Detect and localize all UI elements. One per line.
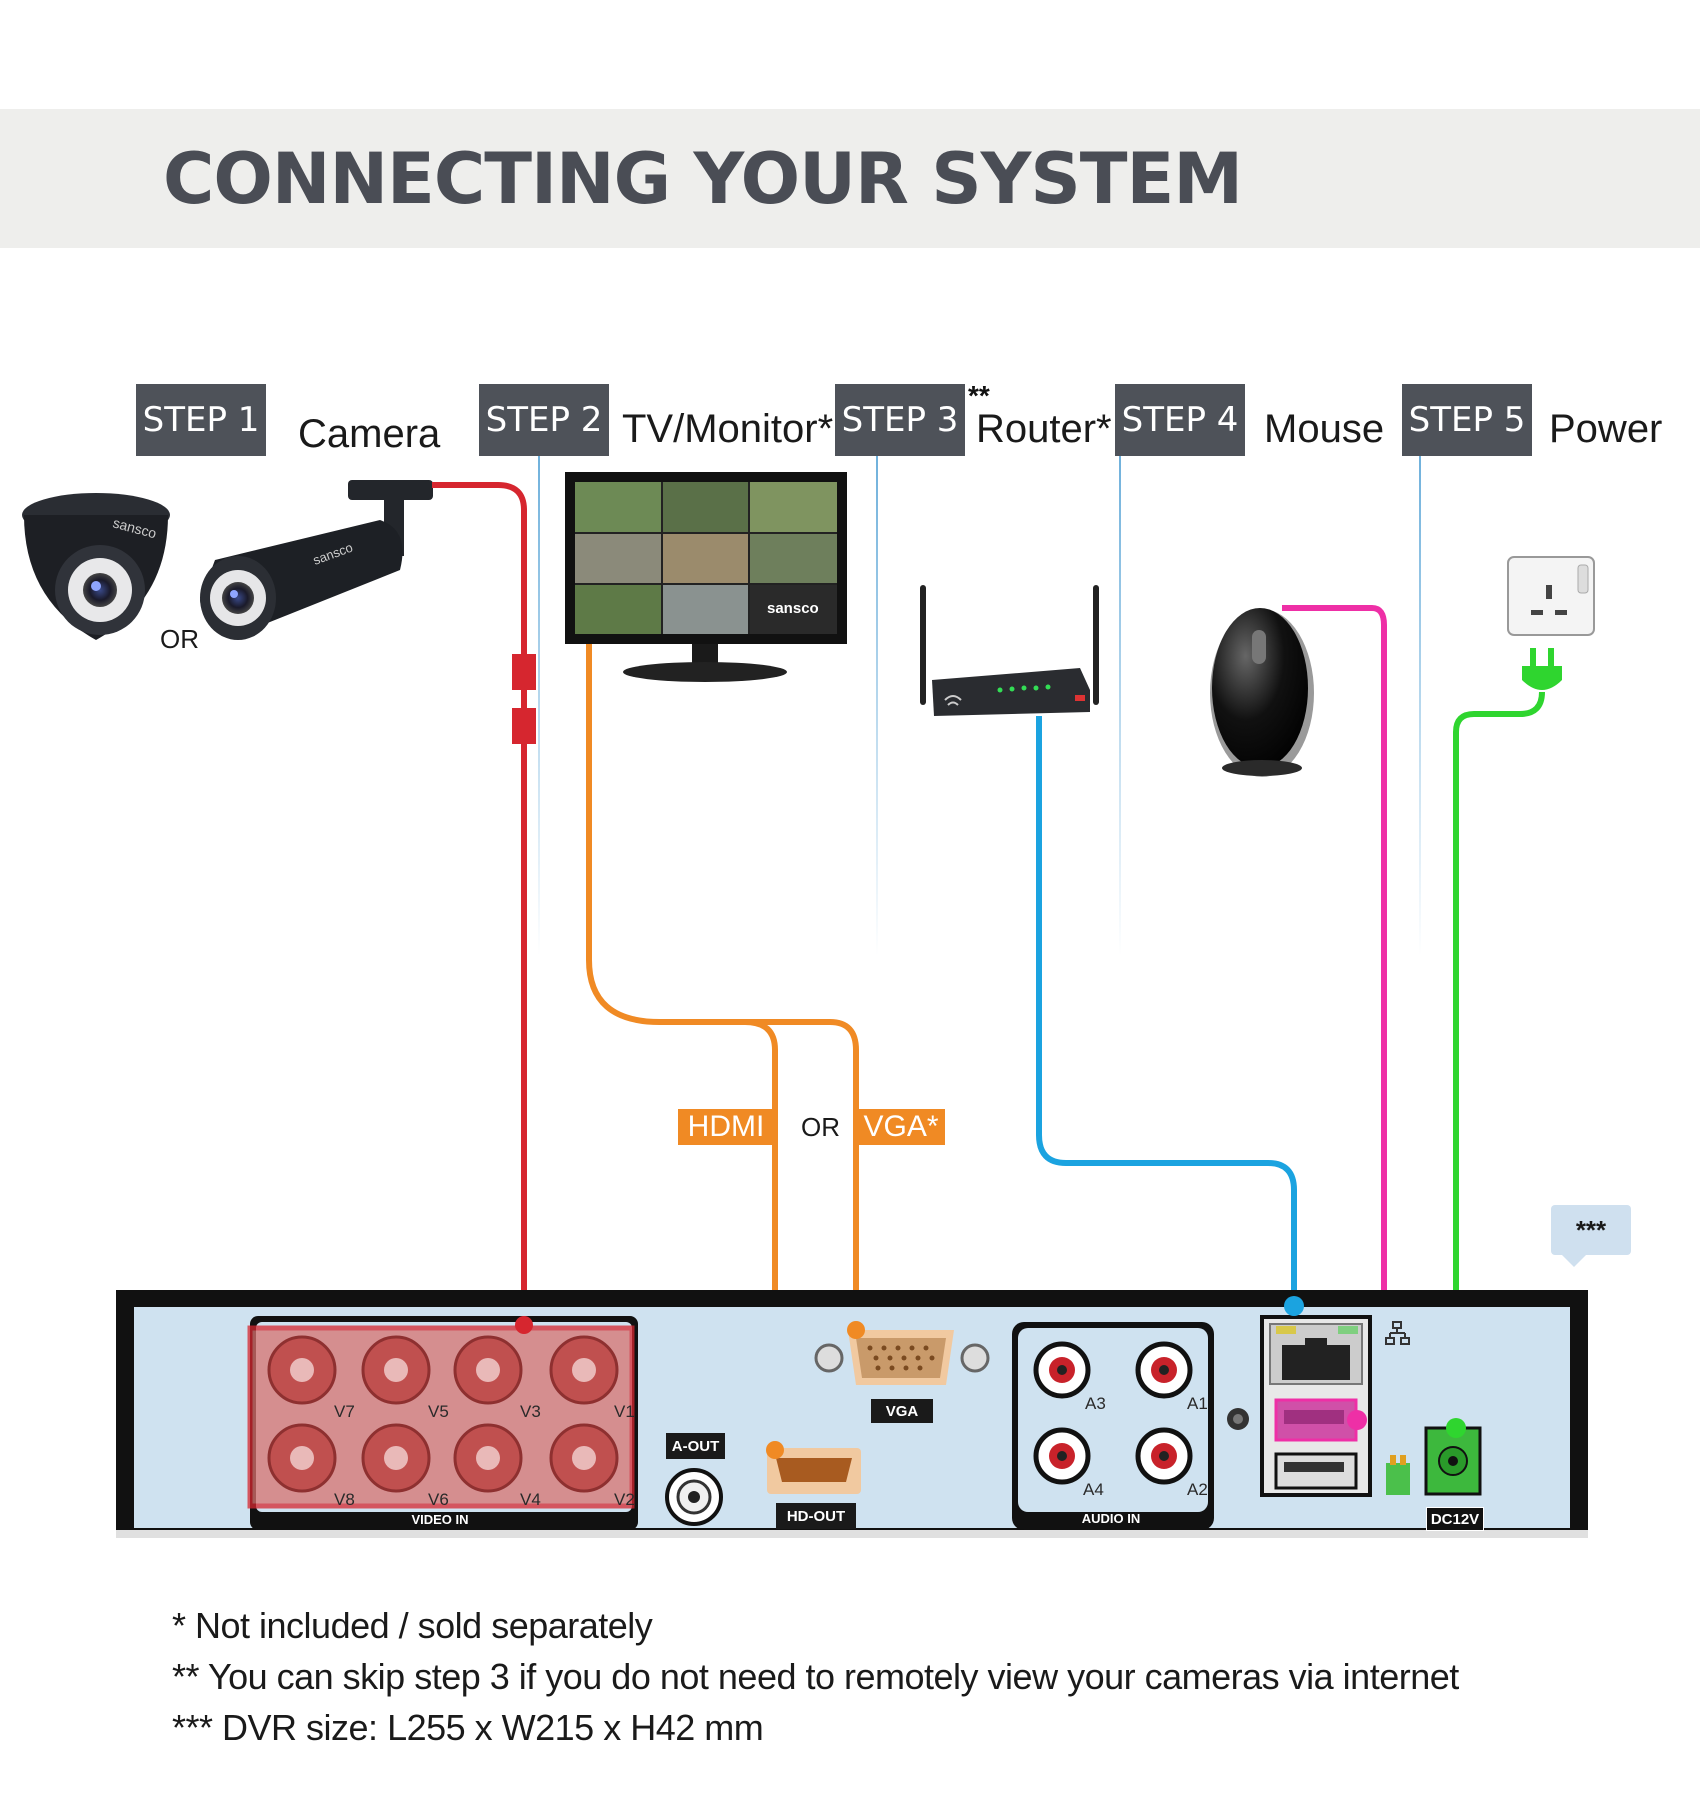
camera-cable [432, 482, 527, 1325]
video-or-label: OR [801, 1112, 840, 1142]
dc12v-label: DC12V [1426, 1507, 1484, 1531]
cables [432, 482, 1545, 1450]
channel-label: V6 [428, 1490, 449, 1509]
channel-label: V5 [428, 1402, 449, 1421]
monitor-brand: sansco [767, 600, 819, 617]
step-5-badge: STEP 5 [1402, 384, 1532, 456]
step-4-label: Mouse [1264, 407, 1385, 451]
channel-label: V7 [334, 1402, 355, 1421]
hdmi-port [766, 1441, 861, 1494]
a-out-port [665, 1468, 723, 1526]
vga-port [814, 1321, 990, 1385]
audio-in-label: AUDIO IN [1082, 1511, 1141, 1526]
step-4-badge: STEP 4 [1115, 384, 1245, 456]
footnote-1: * Not included / sold separately [172, 1605, 653, 1646]
network-icon [1385, 1321, 1410, 1345]
footnote-2: ** You can skip step 3 if you do not nee… [172, 1656, 1459, 1697]
audio-channel-label: A3 [1085, 1394, 1106, 1413]
hdmi-cable [586, 644, 778, 1450]
dvr-size-marker: *** [1551, 1205, 1631, 1255]
hdmi-tag: HDMI [678, 1109, 774, 1145]
hd-out-label: HD-OUT [776, 1503, 856, 1529]
bubble-tail [1560, 1253, 1588, 1267]
camera-or-label: OR [160, 624, 199, 654]
lan-usb-block [1260, 1296, 1410, 1497]
step-1-badge: STEP 1 [136, 384, 266, 456]
a-out-label: A-OUT [666, 1433, 725, 1459]
step-3-label: Router* [976, 407, 1112, 451]
channel-label: V2 [614, 1490, 635, 1509]
power-socket [1507, 556, 1595, 636]
bnc-connector-top [512, 654, 536, 690]
audio-channel-label: A2 [1187, 1480, 1208, 1499]
vga-cable [745, 1019, 859, 1330]
router [920, 585, 1099, 716]
step-guide-lines [538, 456, 1421, 956]
page-title: CONNECTING YOUR SYSTEM [163, 138, 1243, 220]
vga-tag: VGA* [857, 1109, 945, 1145]
dc12v-port [1424, 1418, 1482, 1496]
audio-in-block: A3 A1 A4 A2 AUDIO IN [1012, 1322, 1214, 1530]
step-2-label: TV/Monitor* [622, 407, 834, 451]
vga-port-label: VGA [871, 1399, 933, 1423]
mouse [1210, 608, 1314, 777]
step-3-badge: STEP 3 [835, 384, 965, 456]
alarm-terminal [1386, 1455, 1410, 1495]
title-band [0, 109, 1700, 248]
channel-label: V1 [614, 1402, 635, 1421]
network-cable [1036, 716, 1297, 1305]
step-2-badge: STEP 2 [479, 384, 609, 456]
channel-label: V4 [520, 1490, 541, 1509]
channel-label: V3 [520, 1402, 541, 1421]
tv-monitor: sansco [565, 472, 847, 682]
footnote-3: *** DVR size: L255 x W215 x H42 mm [172, 1707, 764, 1748]
bullet-camera: sansco [200, 480, 433, 640]
dome-camera: sansco [22, 493, 170, 640]
channel-label: V8 [334, 1490, 355, 1509]
video-in-block: V7 V5 V3 V1 V8 V6 V4 V2 VIDEO IN [247, 1316, 638, 1530]
power-cable [1453, 691, 1545, 1428]
step-1-label: Camera [298, 412, 441, 456]
video-in-label: VIDEO IN [411, 1512, 468, 1527]
step-3-marker: ** [968, 380, 990, 411]
step-5-label: Power [1549, 407, 1663, 451]
bnc-connector-bottom [512, 708, 536, 744]
audio-channel-label: A1 [1187, 1394, 1208, 1413]
power-plug [1522, 648, 1562, 690]
audio-channel-label: A4 [1083, 1480, 1104, 1499]
